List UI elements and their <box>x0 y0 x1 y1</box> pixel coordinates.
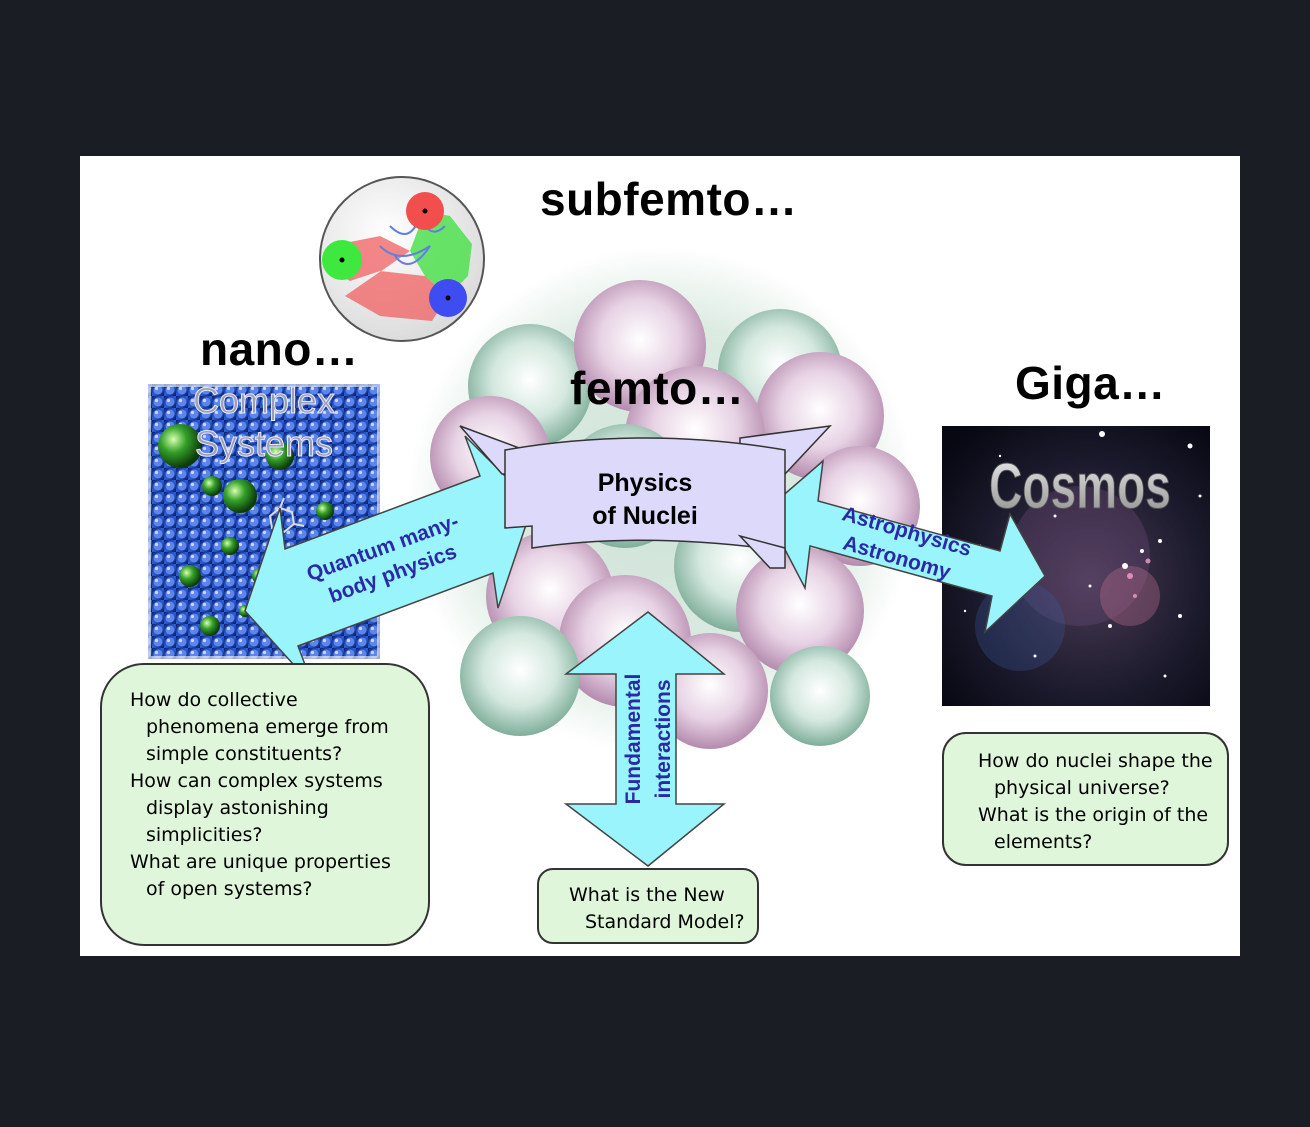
down-arrow-line1: Fundamental <box>622 674 645 805</box>
left-question-box: How do collective phenomena emerge from … <box>100 663 430 946</box>
quark-sphere <box>319 176 485 342</box>
cosmos-label: Cosmos <box>989 451 1171 522</box>
physics-of-nuclei-banner: Physics of Nuclei <box>459 424 832 569</box>
systems-label: Systems <box>195 423 333 464</box>
down-arrow-line2: interactions <box>652 679 675 798</box>
nano-title: nano… <box>200 323 359 375</box>
cosmos-image: Cosmos <box>942 426 1210 706</box>
nucleon <box>736 547 864 675</box>
subfemto-title: subfemto… <box>540 173 798 225</box>
femto-title: femto… <box>570 362 745 414</box>
left-question: How can complex systems display astonish… <box>130 770 383 846</box>
left-question: How do collective phenomena emerge from … <box>130 689 389 765</box>
banner-line1: Physics <box>598 469 693 497</box>
star-field <box>963 431 1202 678</box>
fundamental-interactions-arrow: Fundamental interactions <box>563 611 727 867</box>
complex-label: Complex <box>193 380 335 421</box>
center-question: What is the New Standard Model? <box>569 884 745 933</box>
quantum-many-body-arrow: Quantum many- body physics <box>244 435 534 687</box>
slide: Complex Systems Cosmos <box>80 156 1240 956</box>
nucleon <box>770 646 870 746</box>
giga-title: Giga… <box>1015 357 1166 409</box>
diagram-canvas: Complex Systems Cosmos <box>145 176 1210 867</box>
right-question: What is the origin of the elements? <box>978 804 1209 853</box>
left-question: What are unique properties of open syste… <box>130 851 391 900</box>
center-question-box: What is the New Standard Model? <box>537 868 759 944</box>
right-question: How do nuclei shape the physical univers… <box>978 750 1213 799</box>
nucleon <box>460 616 580 736</box>
right-question-box: How do nuclei shape the physical univers… <box>942 732 1229 866</box>
banner-line2: of Nuclei <box>592 502 698 530</box>
